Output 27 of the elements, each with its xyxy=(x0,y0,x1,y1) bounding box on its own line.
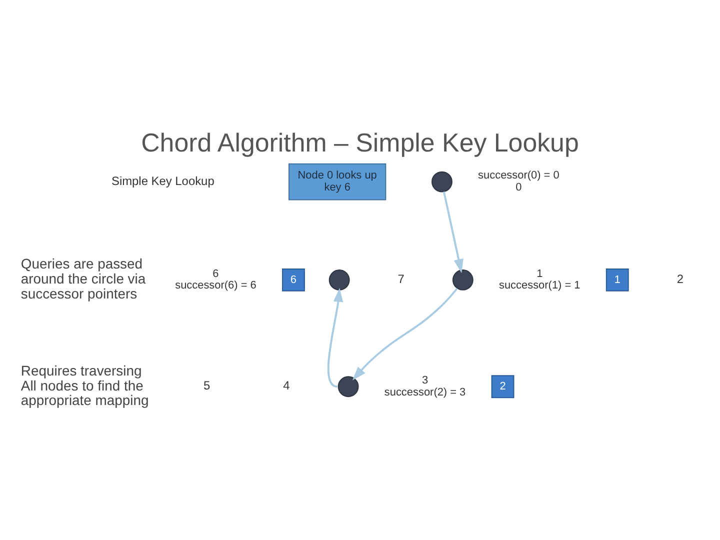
node-box: 1 xyxy=(606,268,629,292)
arrow xyxy=(352,288,458,380)
node-label: successor(2) = 3 xyxy=(384,386,466,398)
node-circle xyxy=(328,270,350,290)
node-circle xyxy=(432,171,452,192)
arrow xyxy=(327,288,344,388)
node-label: 0 xyxy=(516,182,522,194)
label: 2 xyxy=(676,272,684,286)
node-label: successor(0) = 0 xyxy=(478,170,560,182)
node-circle xyxy=(338,376,359,398)
arrow xyxy=(442,191,464,274)
node-circle xyxy=(452,270,474,290)
node-box: 2 xyxy=(491,375,514,398)
node-label: successor(6) = 6 xyxy=(175,280,256,292)
node-label: 1 xyxy=(536,268,543,280)
label: 4 xyxy=(283,378,290,393)
label: 5 xyxy=(203,378,210,393)
label: 7 xyxy=(398,272,404,286)
label: Simple Key Lookup xyxy=(111,174,214,188)
label: Queries are passed around the circle via successor pointers xyxy=(20,256,146,302)
label: Requires traversing All nodes to find the appropriate mapping xyxy=(20,362,149,408)
node-box: Node 0 looks up key 6 xyxy=(288,163,386,200)
node-label: 3 xyxy=(422,374,428,386)
node-box: 6 xyxy=(282,268,305,292)
diagram-title: Chord Algorithm – Simple Key Lookup xyxy=(141,130,579,158)
node-label: 6 xyxy=(212,268,219,280)
node-label: successor(1) = 1 xyxy=(499,280,580,292)
